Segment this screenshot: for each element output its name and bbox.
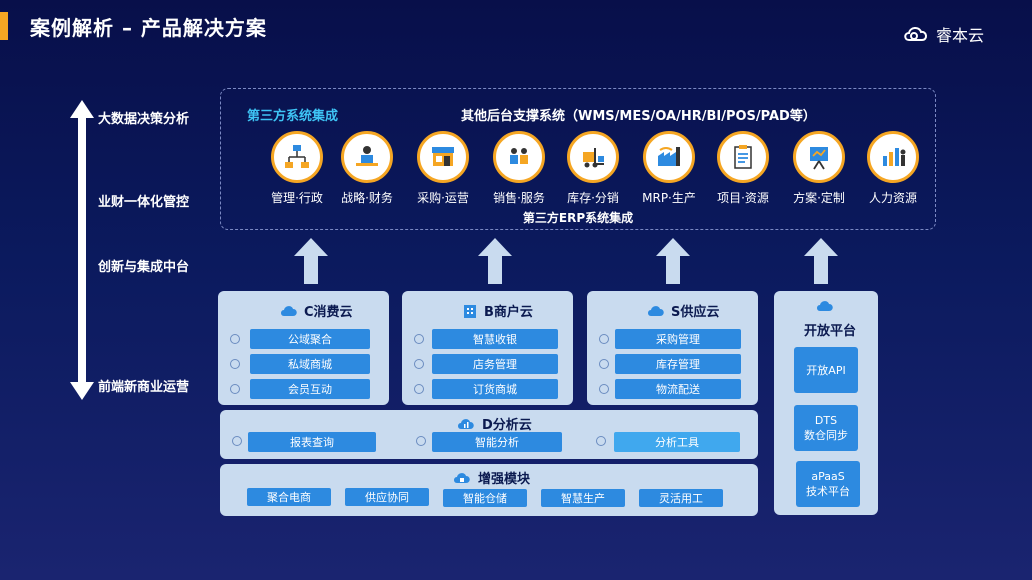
system-item-solution: 方案·定制	[781, 131, 857, 206]
bullet-icon	[416, 436, 426, 446]
logo-text: 睿本云	[935, 26, 984, 45]
system-item-strategy: 战略·财务	[329, 131, 405, 206]
dts-box[interactable]: DTS 数仓同步	[794, 405, 858, 451]
system-label: 战略·财务	[341, 191, 393, 205]
system-label: 库存·分销	[567, 191, 619, 205]
open-api-box[interactable]: 开放API	[794, 347, 858, 393]
cloud-house-icon	[454, 472, 470, 483]
open-platform-title: 开放平台	[804, 324, 857, 339]
consumer-item[interactable]: 会员互动	[250, 379, 370, 399]
third-party-label: 第三方系统集成	[247, 109, 339, 124]
consumer-item[interactable]: 公域聚合	[250, 329, 370, 349]
bullet-icon	[414, 384, 424, 394]
system-label: 采购·运营	[417, 191, 469, 205]
sales-people-icon	[510, 148, 528, 164]
analysis-cloud-panel: D分析云 报表查询 智能分析 分析工具	[220, 410, 758, 459]
building-icon	[464, 304, 476, 318]
enhance-item[interactable]: 智慧生产	[541, 489, 625, 507]
cloud-icon	[817, 301, 833, 311]
supply-cloud-title: S供应云	[647, 301, 719, 320]
side-label-bigdata: 大数据决策分析	[98, 112, 190, 127]
system-label: 人力资源	[868, 191, 917, 205]
system-label: 销售·服务	[493, 191, 545, 205]
system-item-hr: 人力资源	[855, 131, 931, 206]
consumer-item[interactable]: 私域商城	[250, 354, 370, 374]
system-item-inventory: 库存·分销	[555, 131, 631, 206]
bullet-icon	[599, 359, 609, 369]
cloud-icon	[648, 305, 664, 316]
supply-item[interactable]: 库存管理	[615, 354, 741, 374]
blueprint-icon	[810, 147, 828, 170]
factory-icon	[658, 147, 680, 166]
clipboard-icon	[734, 145, 752, 169]
enhance-item[interactable]: 聚合电商	[247, 488, 331, 506]
side-label-finance: 业财一体化管控	[98, 195, 190, 210]
enhance-item[interactable]: 灵活用工	[639, 489, 723, 507]
enhance-item[interactable]: 供应协同	[345, 488, 429, 506]
bullet-icon	[596, 436, 606, 446]
supply-cloud-panel: S供应云 采购管理 库存管理 物流配送	[587, 291, 758, 405]
system-item-mrp: MRP·生产	[631, 131, 707, 206]
bullet-icon	[599, 334, 609, 344]
enhance-module-panel: 增强模块 聚合电商 供应协同 智能仓储 智慧生产 灵活用工	[220, 464, 758, 516]
up-arrow-icon	[478, 238, 512, 284]
analysis-cloud-title: D分析云	[456, 414, 532, 433]
system-label: 项目·资源	[717, 191, 769, 205]
analysis-item[interactable]: 分析工具	[614, 432, 740, 452]
backend-systems-label: 其他后台支撑系统（WMS/MES/OA/HR/BI/POS/PAD等）	[461, 109, 816, 124]
forklift-icon	[583, 148, 604, 168]
vertical-double-arrow-icon	[70, 100, 94, 400]
up-arrow-icon	[294, 238, 328, 284]
erp-integration-label: 第三方ERP系统集成	[522, 211, 634, 225]
system-item-project: 项目·资源	[705, 131, 781, 206]
people-chart-icon	[883, 148, 906, 166]
apaas-box[interactable]: aPaaS 技术平台	[796, 461, 860, 507]
system-label: MRP·生产	[642, 191, 696, 205]
cloud-logo-icon	[904, 27, 927, 41]
bullet-icon	[599, 384, 609, 394]
side-label-innovation: 创新与集成中台	[98, 260, 190, 275]
up-arrow-icon	[804, 238, 838, 284]
merchant-item[interactable]: 订货商城	[432, 379, 558, 399]
bullet-icon	[414, 359, 424, 369]
consumer-cloud-panel: C消费云 公域聚合 私域商城 会员互动	[218, 291, 389, 405]
system-item-purchase: 采购·运营	[405, 131, 481, 206]
title-accent-bar	[0, 12, 8, 40]
page-title: 案例解析 – 产品解决方案	[30, 16, 267, 40]
bullet-icon	[230, 384, 240, 394]
merchant-cloud-title: B商户云	[462, 301, 533, 320]
cloud-icon	[281, 305, 297, 316]
analysis-item[interactable]: 智能分析	[432, 432, 562, 452]
desk-person-icon	[356, 146, 378, 166]
merchant-item[interactable]: 智慧收银	[432, 329, 558, 349]
system-item-admin: 管理·行政	[259, 131, 335, 206]
bullet-icon	[414, 334, 424, 344]
cloud-chart-icon	[458, 418, 474, 429]
enhance-item[interactable]: 智能仓储	[443, 489, 527, 507]
side-label-frontend: 前端新商业运营	[98, 380, 190, 395]
third-party-integration-box: 第三方系统集成 其他后台支撑系统（WMS/MES/OA/HR/BI/POS/PA…	[220, 88, 936, 230]
system-label: 管理·行政	[271, 191, 323, 205]
merchant-cloud-panel: B商户云 智慧收银 店务管理 订货商城	[402, 291, 573, 405]
analysis-item[interactable]: 报表查询	[248, 432, 376, 452]
org-chart-icon	[285, 145, 309, 168]
store-icon	[432, 147, 454, 166]
supply-item[interactable]: 采购管理	[615, 329, 741, 349]
consumer-cloud-title: C消费云	[280, 301, 353, 320]
bullet-icon	[232, 436, 242, 446]
bullet-icon	[230, 334, 240, 344]
system-label: 方案·定制	[793, 191, 845, 205]
enhance-module-title: 增强模块	[452, 468, 530, 487]
supply-item[interactable]: 物流配送	[615, 379, 741, 399]
up-arrow-icon	[656, 238, 690, 284]
bullet-icon	[230, 359, 240, 369]
merchant-item[interactable]: 店务管理	[432, 354, 558, 374]
open-platform-panel: 开放平台 开放API DTS 数仓同步 aPaaS 技术平台	[774, 291, 878, 515]
system-item-sales: 销售·服务	[481, 131, 557, 206]
brand-logo: 睿本云	[902, 22, 984, 46]
